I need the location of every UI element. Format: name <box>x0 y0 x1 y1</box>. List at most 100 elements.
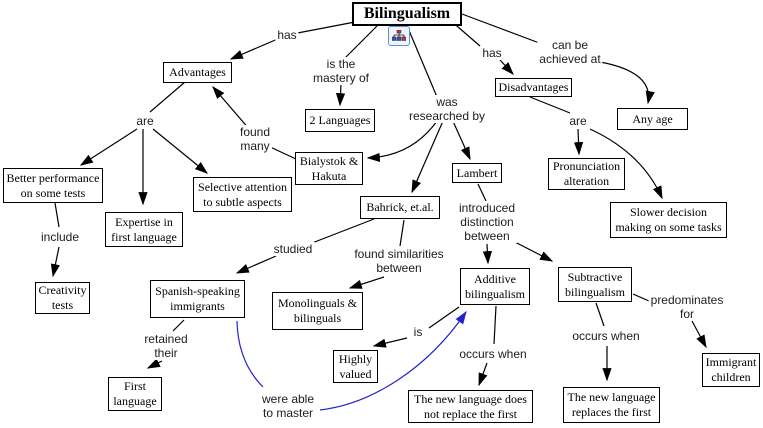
concept-label: Bialystok & <box>299 153 359 168</box>
concept-lambert[interactable]: Lambert <box>452 163 502 183</box>
linking-phrase-are-right[interactable]: are <box>567 114 589 128</box>
concept-label: first language <box>111 229 177 244</box>
concept-label: Better performance <box>6 170 100 185</box>
edge-9 <box>499 59 514 75</box>
edge-7 <box>451 118 471 161</box>
edge-5 <box>366 120 438 163</box>
concept-bilingualism[interactable]: Bilingualism <box>352 2 462 26</box>
linking-phrase-text: are <box>136 114 154 128</box>
linking-phrase-occurs-when-right[interactable]: occurs when <box>570 329 642 343</box>
linking-phrase-text: occurs when <box>459 347 527 361</box>
linking-phrase-has-right[interactable]: has <box>480 46 504 60</box>
concept-label: valued <box>339 366 372 381</box>
concept-label: Any age <box>632 111 673 126</box>
linking-phrase-occurs-when-left[interactable]: occurs when <box>457 347 529 361</box>
edge-25 <box>399 219 405 247</box>
edge-26 <box>348 276 385 289</box>
linking-phrase-studied[interactable]: studied <box>271 242 315 256</box>
edge-12 <box>529 96 571 114</box>
edge-41 <box>319 310 467 411</box>
concept-any-age[interactable]: Any age <box>617 108 688 130</box>
concept-label: tests <box>51 298 74 312</box>
linking-phrase-text: many <box>240 139 270 153</box>
edge-20 <box>267 145 297 160</box>
concept-bahrick[interactable]: Bahrick, et.al. <box>360 196 440 219</box>
concept-label: to subtle aspects <box>203 194 282 209</box>
edge-22 <box>50 246 60 278</box>
edge-11 <box>599 61 655 105</box>
linking-phrase-text: are <box>569 114 587 128</box>
edge-24 <box>235 255 277 274</box>
linking-phrase-text: found similarities <box>354 247 444 261</box>
linking-phrase-text: for <box>679 307 694 321</box>
linking-phrase-text: has <box>482 46 502 60</box>
linking-phrase-has-left[interactable]: has <box>275 28 299 42</box>
concept-label: 2 Languages <box>309 113 371 127</box>
linking-phrase-text: were able <box>261 392 315 406</box>
concept-label: The new language does <box>414 391 527 406</box>
linking-phrase-text: studied <box>273 242 313 256</box>
linking-phrase-text: was <box>436 95 458 109</box>
concept-label: on some tests <box>20 185 86 200</box>
concept-label: The new language <box>567 390 656 404</box>
concept-monolinguals[interactable]: Monolinguals &bilinguals <box>272 292 363 330</box>
edge-27 <box>477 183 487 202</box>
concept-label: replaces the first <box>571 405 652 419</box>
linking-phrase-include[interactable]: include <box>38 230 82 244</box>
edge-3 <box>335 83 346 107</box>
concept-label: Disadvantages <box>498 80 569 94</box>
concept-label: Bahrick, et.al. <box>366 200 434 214</box>
linking-phrase-text: introduced <box>458 201 516 215</box>
edge-21 <box>54 202 60 228</box>
edge-28 <box>482 243 492 265</box>
linking-phrase-text: include <box>40 230 80 244</box>
mini-orgchart-glyph <box>392 30 406 41</box>
linking-phrase-text: retained <box>144 332 188 346</box>
concept-label: Immigrant <box>705 355 757 369</box>
concept-label: Creativity <box>38 283 87 297</box>
edge-18 <box>152 128 209 174</box>
edge-13 <box>573 128 584 156</box>
linking-phrase-is[interactable]: is <box>411 325 425 339</box>
concept-map-resource-icon[interactable] <box>388 26 410 46</box>
edge-30 <box>493 305 497 345</box>
concept-disadvantages[interactable]: Disadvantages <box>495 78 572 97</box>
edge-19 <box>212 85 251 131</box>
concept-two-languages[interactable]: 2 Languages <box>305 109 375 132</box>
concept-bialystok[interactable]: Bialystok &Hakuta <box>295 152 363 185</box>
linking-phrase-text: is <box>413 325 423 339</box>
edge-10 <box>461 13 543 45</box>
linking-phrase-are-left[interactable]: are <box>134 114 156 128</box>
concept-label: Pronunciation <box>552 159 621 173</box>
concept-advantages[interactable]: Advantages <box>163 62 232 83</box>
edge-16 <box>79 128 138 166</box>
concept-label: immigrants <box>170 299 225 313</box>
linking-phrase-text: can be <box>551 38 589 52</box>
edge-14 <box>589 128 663 200</box>
linking-phrase-text: predominates <box>650 293 724 307</box>
